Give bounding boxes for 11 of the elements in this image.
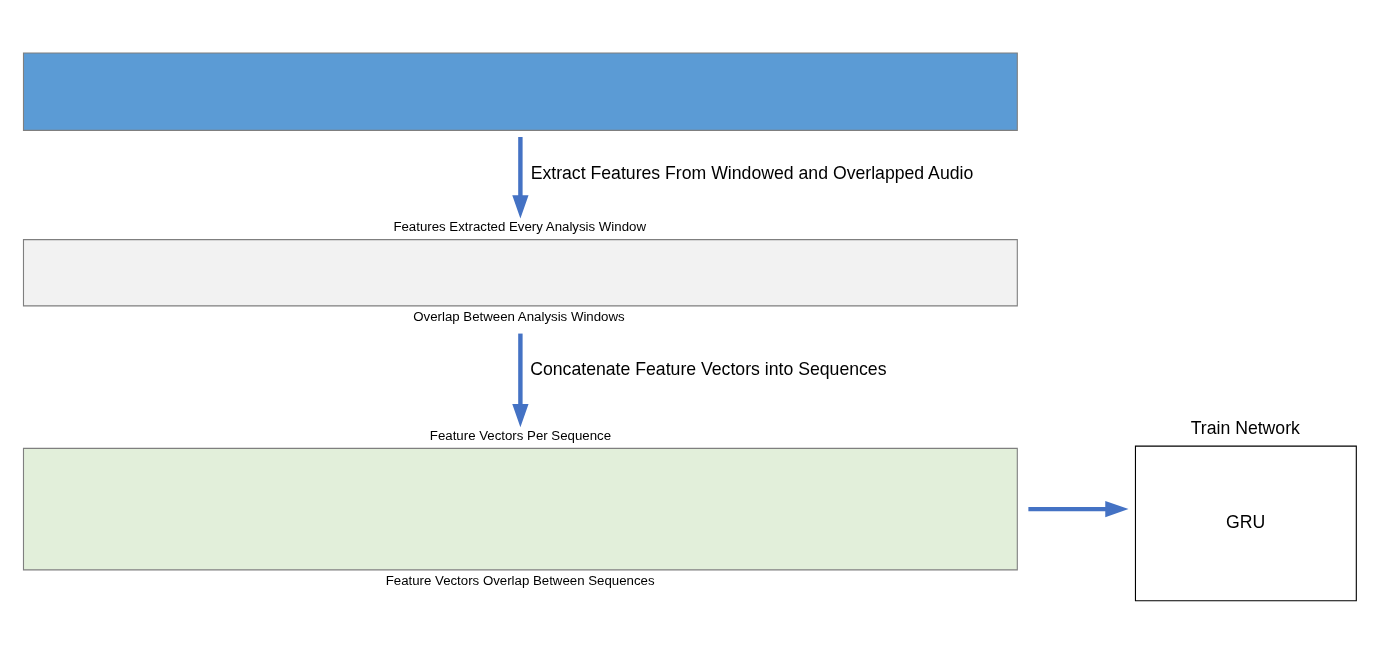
arrow (512, 136, 529, 218)
node-label: Train Network (1190, 417, 1300, 438)
arrow (1028, 500, 1129, 517)
node-label: Overlap Between Analysis Windows (413, 308, 625, 324)
edge-label: Concatenate Feature Vectors into Sequences (530, 358, 887, 379)
node-box: GRU (1134, 445, 1357, 601)
node-label: Feature Vectors Per Sequence (429, 427, 612, 443)
edge-label: Extract Features From Windowed and Overlapped Audio (530, 162, 974, 183)
node-label: Features Extracted Every Analysis Window (393, 218, 646, 234)
node-label: Feature Vectors Overlap Between Sequences (385, 572, 655, 588)
arrow (512, 333, 529, 427)
